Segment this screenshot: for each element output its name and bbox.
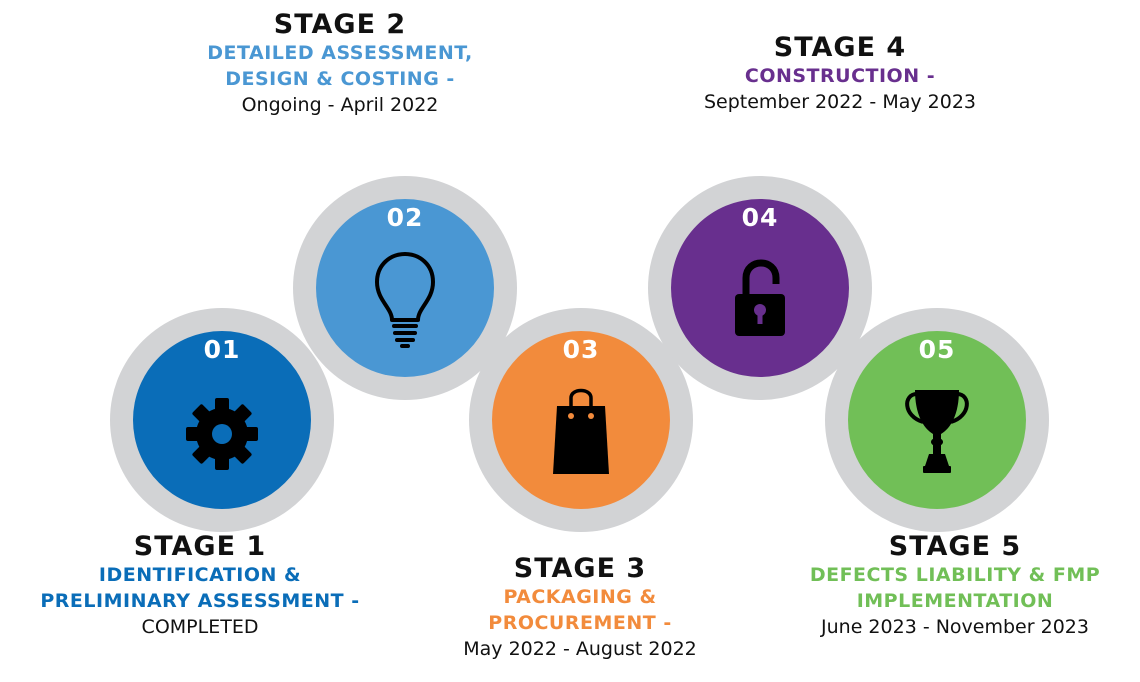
- stage-4-subtitle-line: CONSTRUCTION -: [744, 65, 936, 87]
- shopping-bag-icon: [553, 388, 609, 474]
- trophy-icon: [905, 390, 969, 473]
- stage-4-dates: September 2022 - May 2023: [703, 91, 977, 113]
- lightbulb-icon: [375, 252, 435, 348]
- stage-2-number: 02: [387, 203, 424, 232]
- stage-2-subtitle-line: DETAILED ASSESSMENT,: [207, 42, 473, 64]
- stage-1-subtitle: IDENTIFICATION & PRELIMINARY ASSESSMENT …: [0, 562, 400, 614]
- stage-2-heading: STAGE 2: [273, 9, 407, 40]
- stage-5-heading: STAGE 5: [888, 531, 1022, 562]
- stage-2-subtitle-line: DESIGN & COSTING -: [225, 68, 455, 90]
- stage-1-number: 01: [204, 335, 241, 364]
- disc-layer: 01 02 03 04 05: [133, 199, 1026, 509]
- stage-2-text: STAGE 2 DETAILED ASSESSMENT, DESIGN & CO…: [170, 9, 510, 118]
- stage-2-disc: [316, 199, 494, 377]
- stage-5-text: STAGE 5 DEFECTS LIABILITY & FMP IMPLEMEN…: [770, 531, 1140, 640]
- stage-1-text: STAGE 1 IDENTIFICATION & PRELIMINARY ASS…: [0, 531, 400, 640]
- stage-2-dates: Ongoing - April 2022: [241, 94, 439, 116]
- stage-4-disc: [671, 199, 849, 377]
- gear-icon: [186, 398, 258, 470]
- open-padlock-icon: [735, 259, 785, 336]
- stage-1-subtitle-line: IDENTIFICATION &: [98, 564, 302, 586]
- stage-1-dates: COMPLETED: [141, 616, 259, 638]
- stage-5-subtitle-line: IMPLEMENTATION: [856, 590, 1054, 612]
- stage-4-subtitle: CONSTRUCTION -: [650, 63, 1030, 89]
- stage-3-number: 03: [563, 335, 600, 364]
- stage-3-subtitle-line: PROCUREMENT -: [488, 612, 672, 634]
- stage-4-heading: STAGE 4: [773, 32, 907, 63]
- stage-3-subtitle-line: PACKAGING &: [503, 586, 657, 608]
- stage-3-dates: May 2022 - August 2022: [463, 638, 697, 660]
- stage-1-subtitle-line: PRELIMINARY ASSESSMENT -: [40, 590, 360, 612]
- stage-3-heading: STAGE 3: [513, 553, 647, 584]
- stage-4-number: 04: [742, 203, 779, 232]
- stage-1-heading: STAGE 1: [133, 531, 267, 562]
- stage-3-text: STAGE 3 PACKAGING & PROCUREMENT - May 20…: [420, 553, 740, 662]
- stage-2-subtitle: DETAILED ASSESSMENT, DESIGN & COSTING -: [170, 40, 510, 92]
- stage-5-number: 05: [919, 335, 956, 364]
- stage-5-subtitle: DEFECTS LIABILITY & FMP IMPLEMENTATION: [770, 562, 1140, 614]
- stage-4-text: STAGE 4 CONSTRUCTION - September 2022 - …: [650, 32, 1030, 115]
- stage-5-subtitle-line: DEFECTS LIABILITY & FMP: [809, 564, 1101, 586]
- stage-3-subtitle: PACKAGING & PROCUREMENT -: [420, 584, 740, 636]
- stage-5-dates: June 2023 - November 2023: [821, 616, 1089, 638]
